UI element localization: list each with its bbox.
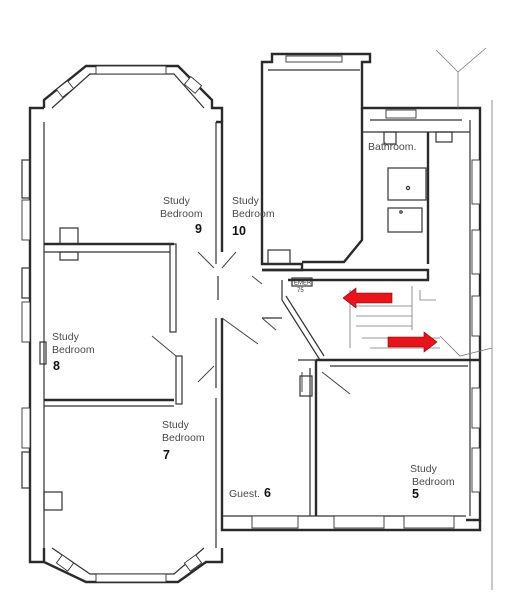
room-7-label-line2: Bedroom	[162, 432, 205, 444]
fixtures	[39, 131, 453, 511]
room-7-label-line1: Study	[162, 419, 190, 431]
room-8-label-line2: Bedroom	[52, 344, 95, 356]
doors	[151, 251, 351, 395]
room-6-label: Guest.	[229, 488, 260, 500]
shower-tray	[387, 207, 423, 233]
building-outline	[21, 47, 493, 590]
windows	[21, 55, 481, 583]
emergency-sign: EMER 75	[291, 277, 313, 294]
room-5-number: 5	[412, 487, 419, 501]
room-10-label-line1: Study	[232, 195, 260, 207]
arrow-right-icon	[387, 331, 438, 353]
room-9-number: 9	[195, 222, 202, 236]
arrow-left-icon	[342, 287, 393, 309]
room-8-label-line1: Study	[52, 331, 80, 343]
room-labels: Bathroom. Study Bedroom 9 Study Bedroom …	[52, 141, 455, 501]
room-8-number: 8	[53, 359, 60, 373]
room-10-label-line2: Bedroom	[232, 208, 275, 220]
emergency-sign-text: EMER	[294, 281, 312, 287]
bath-tub	[387, 167, 427, 201]
red-arrows	[342, 287, 438, 353]
room-9-label-line2: Bedroom	[160, 208, 203, 220]
bathroom-label: Bathroom.	[368, 141, 416, 153]
room-5-label-line2: Bedroom	[412, 476, 455, 488]
room-5-label-line1: Study	[410, 463, 438, 475]
room-9-label-line1: Study	[163, 195, 191, 207]
emergency-sign-number: 75	[297, 288, 304, 294]
room-10-number: 10	[232, 224, 246, 238]
room-6-number: 6	[264, 486, 271, 500]
room-7-number: 7	[163, 448, 170, 462]
